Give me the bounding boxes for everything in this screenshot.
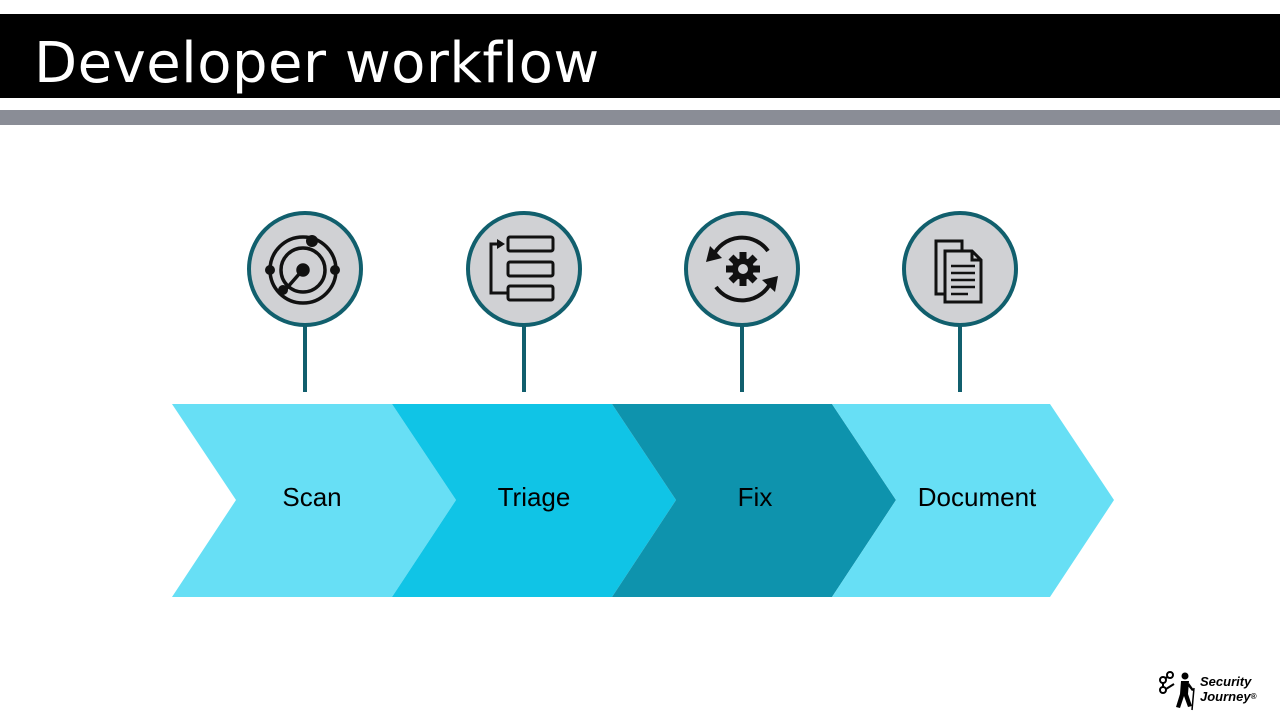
- chevron-fix: [612, 404, 896, 597]
- documents-icon: [934, 239, 983, 304]
- slide-title: Developer workflow: [34, 31, 600, 96]
- registered-mark: ®: [1250, 692, 1257, 701]
- step-label-document: Document: [918, 482, 1037, 512]
- gear-sync-icon: [706, 235, 778, 303]
- step-label-fix: Fix: [738, 482, 773, 512]
- icon-circle-triage: [466, 211, 582, 327]
- title-bar: Developer workflow: [0, 14, 1280, 98]
- logo-text-line2: Journey: [1200, 689, 1251, 704]
- hiker-icon: [1159, 671, 1195, 711]
- chevron-triage: [392, 404, 676, 597]
- security-journey-logo: Security Journey®: [1158, 670, 1262, 712]
- workflow-chevrons: [172, 404, 1114, 597]
- radar-icon: [265, 235, 340, 305]
- divider-bar: [0, 110, 1280, 125]
- step-label-scan: Scan: [282, 482, 341, 512]
- chevron-scan: [172, 404, 456, 597]
- step-label-triage: Triage: [498, 482, 571, 512]
- logo-text-line1: Security: [1200, 674, 1252, 689]
- chevron-document: [832, 404, 1114, 597]
- flowchart-icon: [489, 235, 555, 302]
